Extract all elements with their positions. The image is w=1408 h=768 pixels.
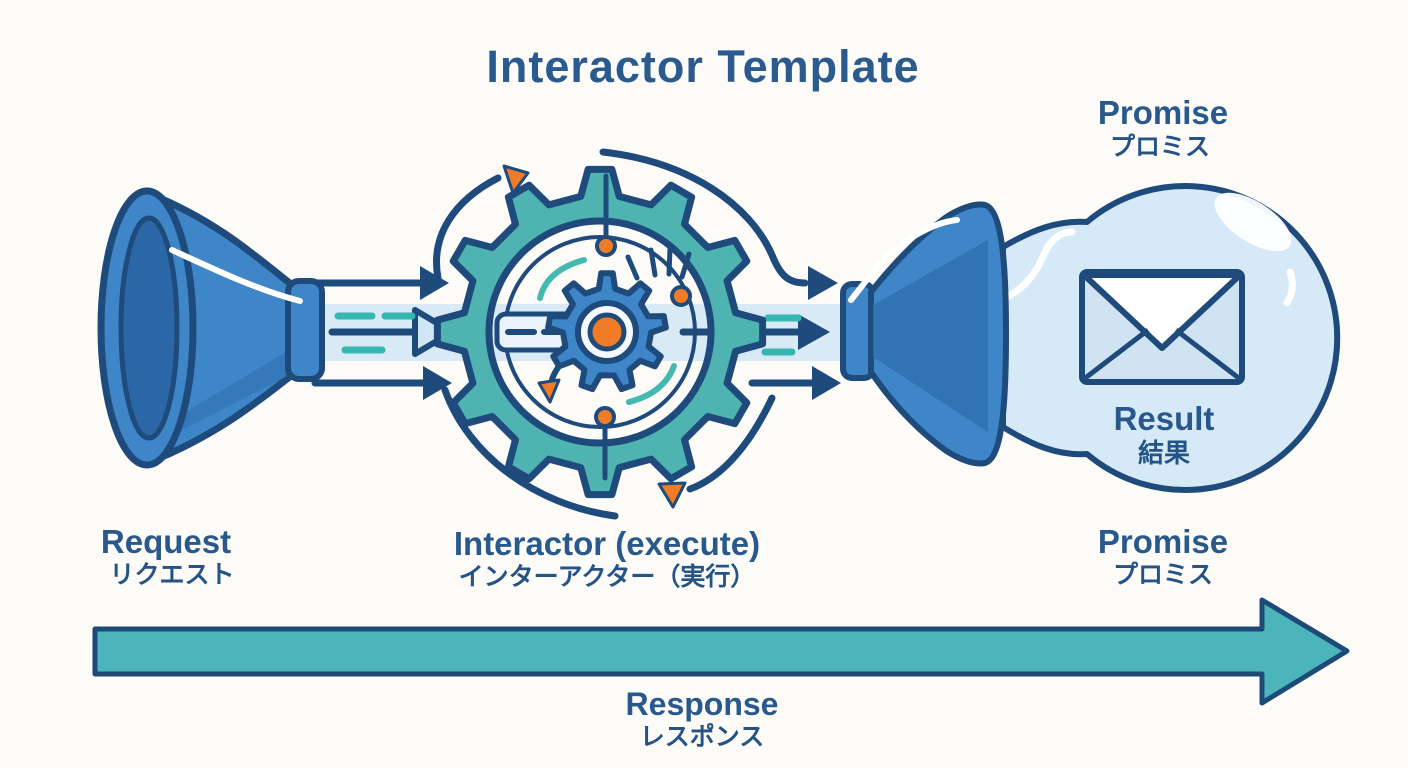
flow-arrows-left: [311, 266, 455, 400]
request-funnel-icon: [97, 187, 325, 469]
gear-orbit-dots: [594, 173, 692, 481]
gear-icon: [433, 165, 767, 499]
promise-top-label-ja: プロミス: [1109, 133, 1211, 161]
interactor-label-ja: インターアクター（実行）: [458, 563, 756, 591]
gear-hub: [587, 312, 627, 352]
interactor-label: Interactor (execute): [453, 525, 761, 562]
promise-funnel-icon: [840, 201, 1009, 467]
response-arrow-icon: [92, 597, 1350, 706]
request-label: Request: [100, 523, 232, 560]
response-label: Response: [625, 686, 779, 722]
response-label-ja: レスポンス: [639, 723, 765, 751]
promise-label: Promise: [1097, 523, 1229, 560]
request-label-ja: リクエスト: [109, 561, 235, 589]
gear-rotation-arcs: [433, 148, 838, 520]
promise-label-ja: プロミス: [1112, 561, 1214, 589]
gear-accent-arcs: [537, 257, 677, 405]
speed-lines: [625, 246, 692, 281]
page-title: Interactor Template: [486, 41, 920, 92]
envelope-icon: [1079, 269, 1245, 385]
result-label-ja: 結果: [1137, 438, 1191, 468]
result-label: Result: [1113, 400, 1215, 437]
promise-top-label: Promise: [1097, 94, 1229, 131]
bubble-shine: [1214, 192, 1292, 252]
